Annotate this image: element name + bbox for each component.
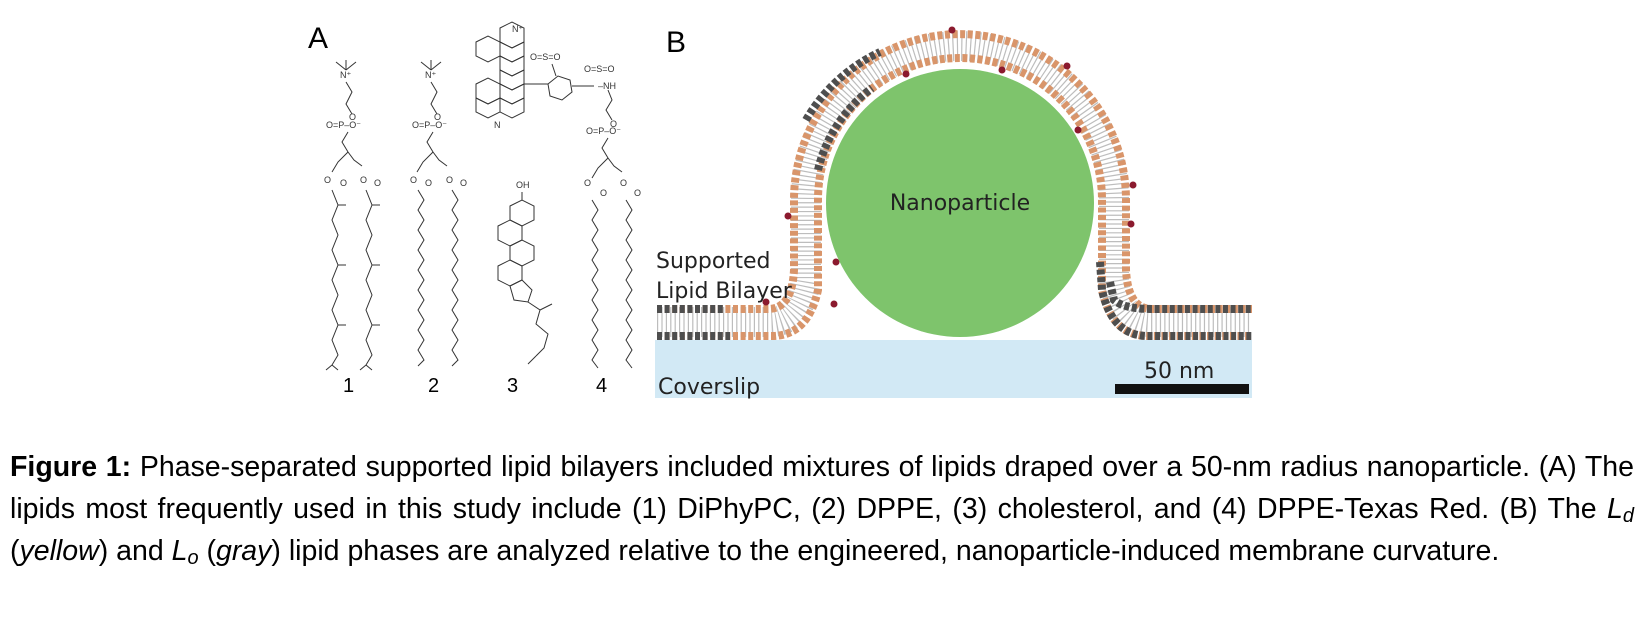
dye-marker <box>1063 62 1071 70</box>
dye-markers <box>762 26 1137 308</box>
svg-text:O: O <box>634 188 641 198</box>
inner-leaflet-lo-right <box>1096 261 1252 340</box>
svg-text:O: O <box>610 119 617 129</box>
dye-marker <box>948 26 956 34</box>
svg-text:O: O <box>340 178 347 188</box>
molecule-texas-red-head: N⁺ N O=S=O O=S=O –NH <box>475 21 616 130</box>
coverslip-label: Coverslip <box>658 375 760 400</box>
molecule-2-dppe: N⁺ O O=P–O⁻ O O O O <box>410 60 467 367</box>
outer-leaflet-lo-top <box>802 48 882 123</box>
nanoparticle-label: Nanoparticle <box>890 191 1030 216</box>
lo-symbol: Lo <box>171 535 199 569</box>
nanoparticle <box>826 69 1094 337</box>
molecule-1-label: 1 <box>343 375 354 397</box>
molecule-1-diphypc: N⁺ O O=P–O⁻ O O O O <box>324 60 381 371</box>
molecule-3-cholesterol: OH <box>497 180 553 365</box>
caption-gray: gray <box>215 535 272 567</box>
supported-bilayer-label-line1: Supported <box>656 249 770 274</box>
svg-text:N⁺: N⁺ <box>425 70 436 80</box>
dye-marker <box>762 298 770 306</box>
caption-text-4: ( <box>198 535 216 567</box>
ld-symbol-sub: d <box>1622 504 1634 527</box>
svg-text:O: O <box>620 178 627 188</box>
svg-text:O: O <box>410 175 417 185</box>
svg-text:O: O <box>374 178 381 188</box>
figure-caption: Figure 1: Phase-separated supported lipi… <box>10 446 1634 572</box>
dye-marker <box>830 300 838 308</box>
caption-text-1: Phase-separated supported lipid bilayers… <box>10 451 1634 525</box>
svg-text:O: O <box>324 175 331 185</box>
dye-marker <box>1074 126 1082 134</box>
svg-text:O: O <box>425 178 432 188</box>
svg-text:O=S=O: O=S=O <box>584 64 615 74</box>
svg-text:O=P–O⁻: O=P–O⁻ <box>586 126 621 136</box>
svg-text:N⁺: N⁺ <box>512 24 523 34</box>
dye-marker <box>998 66 1006 74</box>
panel-b-letter: B <box>666 26 686 59</box>
svg-text:N⁺: N⁺ <box>340 70 351 80</box>
panel-a: A N⁺ O O=P–O⁻ O O O O 1 N⁺ O <box>308 21 641 397</box>
inner-leaflet-ld-phase <box>657 54 1252 340</box>
molecule-4-label: 4 <box>596 375 607 397</box>
svg-text:O=S=O: O=S=O <box>530 52 561 62</box>
dye-marker <box>902 70 910 78</box>
svg-text:O: O <box>584 178 591 188</box>
panel-a-letter: A <box>308 22 328 55</box>
ld-symbol: Ld <box>1607 493 1634 527</box>
svg-text:N: N <box>494 120 501 130</box>
figure-1-graphic: A N⁺ O O=P–O⁻ O O O O 1 N⁺ O <box>308 21 1252 400</box>
svg-text:O: O <box>360 175 367 185</box>
scale-bar <box>1115 384 1249 394</box>
caption-text-3: ) and <box>98 535 172 567</box>
ld-symbol-main: L <box>1607 493 1623 525</box>
panel-b: B Coverslip 50 nm <box>655 26 1252 400</box>
svg-text:O: O <box>446 175 453 185</box>
molecule-4-dppe-texas-red: O O=P–O⁻ O O O O <box>584 89 641 369</box>
caption-text-2: ( <box>10 535 20 567</box>
svg-text:O=P–O⁻: O=P–O⁻ <box>326 120 361 130</box>
lo-symbol-main: L <box>171 535 188 567</box>
dye-marker <box>1129 181 1137 189</box>
lo-symbol-sub: o <box>187 546 199 569</box>
dye-marker <box>832 258 840 266</box>
molecule-2-label: 2 <box>428 375 439 397</box>
outer-leaflet-ld-phase <box>657 30 1252 313</box>
molecule-3-label: 3 <box>507 375 518 397</box>
svg-text:O: O <box>460 178 467 188</box>
svg-text:O: O <box>349 112 356 122</box>
caption-text-5: ) lipid phases are analyzed relative to … <box>271 535 1500 567</box>
svg-text:O=P–O⁻: O=P–O⁻ <box>412 120 447 130</box>
svg-text:–NH: –NH <box>598 81 616 91</box>
svg-text:O: O <box>600 188 607 198</box>
outer-leaflet-lo-right <box>1106 281 1252 313</box>
supported-bilayer-label-line2: Lipid Bilayer <box>656 279 793 304</box>
svg-text:OH: OH <box>516 180 530 190</box>
svg-text:O: O <box>434 112 441 122</box>
figure-caption-label: Figure 1: <box>10 451 132 483</box>
dye-marker <box>784 212 792 220</box>
dye-marker <box>1127 220 1135 228</box>
inner-leaflet-lo-top <box>814 84 875 171</box>
caption-yellow: yellow <box>19 535 99 567</box>
scale-bar-label: 50 nm <box>1144 359 1214 384</box>
